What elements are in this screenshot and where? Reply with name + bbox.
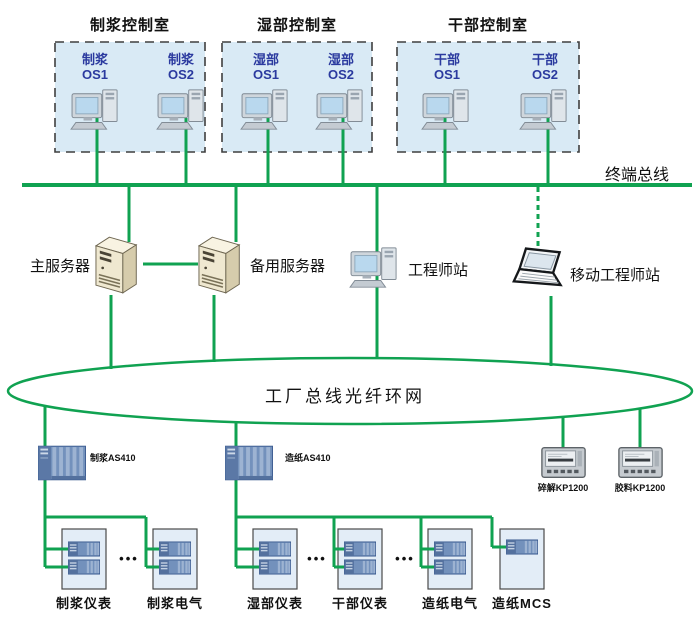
engineer-station-label: 工程师站 bbox=[408, 262, 469, 279]
hmi-panel-icon bbox=[618, 447, 663, 478]
io-module-icon bbox=[434, 559, 466, 575]
os-station-label-dry-os2: 干部 OS2 bbox=[531, 52, 559, 82]
room-title-dry-section: 干部控制室 bbox=[447, 17, 529, 34]
panel-to-ring-links bbox=[561, 409, 642, 448]
os-to-bus-links bbox=[95, 118, 550, 183]
room-title-pulping: 制浆控制室 bbox=[89, 17, 171, 34]
io-module-icon bbox=[434, 541, 466, 557]
bus-to-server-links bbox=[127, 185, 238, 242]
papermaking-fieldbus-links bbox=[234, 422, 508, 569]
backup-server-icon bbox=[198, 236, 241, 294]
cabinet-box-paper-mcs bbox=[499, 528, 545, 590]
io-module-icon bbox=[159, 541, 191, 557]
os-station-label-pulping-os2: 制浆 OS2 bbox=[167, 52, 195, 82]
io-module-icon bbox=[159, 559, 191, 575]
ellipsis-dots: ••• bbox=[307, 551, 327, 566]
plc-icon-papermaking-as410 bbox=[225, 445, 273, 481]
panel-label-kp1200-2: 胶料KP1200 bbox=[614, 483, 666, 493]
io-module-icon bbox=[259, 559, 291, 575]
pulping-fieldbus-links bbox=[43, 406, 163, 569]
main-server-icon bbox=[95, 236, 138, 294]
room-title-wet-section: 湿部控制室 bbox=[256, 17, 338, 34]
terminal-bus-label: 终端总线 bbox=[605, 167, 670, 184]
cabinet-label-wet-instruments: 湿部仪表 bbox=[246, 596, 304, 611]
cabinet-box-paper-electrical bbox=[427, 528, 473, 590]
fiber-ring-ellipse bbox=[6, 356, 694, 426]
hmi-panel-icon bbox=[541, 447, 586, 478]
os-station-label-dry-os1: 干部 OS1 bbox=[433, 52, 461, 82]
io-module-icon bbox=[68, 541, 100, 557]
cabinet-label-dry-instruments: 干部仪表 bbox=[331, 596, 389, 611]
cabinet-label-paper-electrical: 造纸电气 bbox=[421, 596, 479, 611]
io-module-icon bbox=[259, 541, 291, 557]
os-station-label-pulping-os1: 制浆 OS1 bbox=[81, 52, 109, 82]
cabinet-box-wet-instruments bbox=[252, 528, 298, 590]
main-server-label: 主服务器 bbox=[30, 258, 91, 275]
plc-icon-pulping-as410 bbox=[38, 445, 86, 481]
cabinet-label-pulping-electrical: 制浆电气 bbox=[146, 596, 204, 611]
cabinet-box-pulping-instruments bbox=[61, 528, 107, 590]
io-module-icon bbox=[344, 559, 376, 575]
mobile-engineer-station-label: 移动工程师站 bbox=[570, 267, 661, 284]
panel-label-kp1200-1: 碎解KP1200 bbox=[537, 483, 589, 493]
cabinet-label-pulping-instruments: 制浆仪表 bbox=[55, 596, 113, 611]
os-station-label-wet-os2: 湿部 OS2 bbox=[327, 52, 355, 82]
mobile-engineer-laptop-icon bbox=[512, 247, 562, 287]
server-to-ring-links bbox=[109, 295, 216, 369]
backup-server-label: 备用服务器 bbox=[250, 258, 326, 275]
ellipsis-dots: ••• bbox=[395, 551, 415, 566]
cabinet-label-paper-mcs: 造纸MCS bbox=[492, 596, 552, 611]
io-module-icon bbox=[68, 559, 100, 575]
controller-label-pulping-as410: 制浆AS410 bbox=[90, 453, 136, 463]
os-station-label-wet-os1: 湿部 OS1 bbox=[252, 52, 280, 82]
cabinet-box-pulping-electrical bbox=[152, 528, 198, 590]
ellipsis-dots: ••• bbox=[119, 551, 139, 566]
cabinet-box-dry-instruments bbox=[337, 528, 383, 590]
io-module-icon bbox=[506, 539, 538, 555]
engineer-station-computer-icon bbox=[349, 247, 397, 288]
controller-label-papermaking-as410: 造纸AS410 bbox=[285, 453, 331, 463]
fiber-ring-label: 工厂总线光纤环网 bbox=[265, 387, 425, 406]
io-module-icon bbox=[344, 541, 376, 557]
